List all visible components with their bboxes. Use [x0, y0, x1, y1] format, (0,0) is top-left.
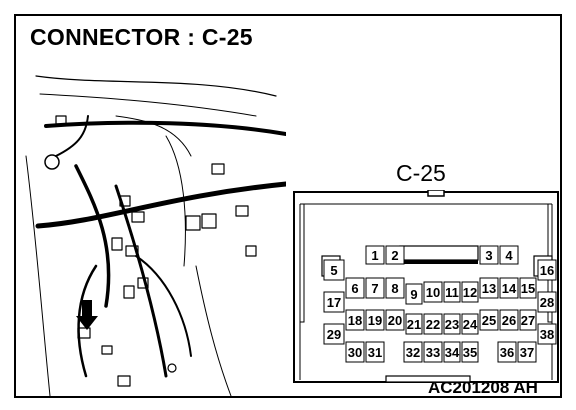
pin-number-5: 5: [330, 263, 337, 278]
pin-cell: [461, 341, 479, 363]
pin-number-33: 33: [426, 345, 440, 360]
pin-number-31: 31: [368, 345, 382, 360]
pin-number-10: 10: [426, 285, 440, 300]
pin-number-25: 25: [482, 313, 496, 328]
pin-cell: [499, 309, 519, 331]
pin-cell: [499, 245, 519, 265]
pin-number-16: 16: [540, 263, 554, 278]
pin-number-19: 19: [368, 313, 382, 328]
diagram-frame: CONNECTOR : C-25: [14, 14, 562, 398]
pin-number-29: 29: [327, 327, 341, 342]
pin-number-3: 3: [485, 248, 492, 263]
pin-cell: [497, 341, 517, 363]
pin-cell: [323, 323, 345, 345]
connector-label: C-25: [396, 160, 446, 186]
pin-number-20: 20: [388, 313, 402, 328]
pin-cell: [519, 277, 537, 299]
pin-number-4: 4: [505, 248, 513, 263]
pin-cell: [323, 291, 345, 313]
pin-cell: [479, 245, 499, 265]
pin-number-23: 23: [445, 317, 459, 332]
pin-cell: [345, 341, 365, 363]
pin-number-36: 36: [500, 345, 514, 360]
pin-cell: [461, 281, 479, 303]
pin-number-12: 12: [463, 285, 477, 300]
pin-cell: [443, 313, 461, 335]
pin-number-22: 22: [426, 317, 440, 332]
pin-number-15: 15: [521, 281, 535, 296]
pin-cell: [537, 259, 557, 281]
pin-cell: [385, 245, 405, 265]
pin-cell: [423, 313, 443, 335]
pin-cell: [365, 245, 385, 265]
pin-number-8: 8: [391, 281, 398, 296]
pin-cell: [403, 341, 423, 363]
pin-cell: [385, 277, 405, 299]
figure-code: AC201208 AH: [428, 378, 538, 397]
pin-cell: [479, 309, 499, 331]
pin-number-7: 7: [371, 281, 378, 296]
pin-cell: [323, 259, 345, 281]
pin-number-30: 30: [348, 345, 362, 360]
pin-cell: [365, 341, 385, 363]
pin-cell: [423, 341, 443, 363]
pin-number-27: 27: [521, 313, 535, 328]
pin-cell: [385, 309, 405, 331]
pin-cell: [405, 283, 423, 305]
pin-number-9: 9: [410, 287, 417, 302]
pin-number-26: 26: [502, 313, 516, 328]
diagram-title: CONNECTOR : C-25: [30, 24, 253, 50]
pin-cell: [519, 309, 537, 331]
wiring-harness-sketch: [25, 75, 286, 397]
pin-cell: [443, 281, 461, 303]
pin-number-28: 28: [540, 295, 554, 310]
pin-cell: [345, 277, 365, 299]
pin-cell: [423, 281, 443, 303]
pin-cell: [443, 341, 461, 363]
pin-number-17: 17: [327, 295, 341, 310]
pin-cell: [405, 313, 423, 335]
pin-number-11: 11: [445, 285, 459, 300]
pin-cell: [461, 313, 479, 335]
pin-number-13: 13: [482, 281, 496, 296]
pin-number-34: 34: [445, 345, 460, 360]
pin-number-38: 38: [540, 327, 554, 342]
pin-cell: [537, 323, 557, 345]
pin-number-24: 24: [463, 317, 478, 332]
pin-number-14: 14: [502, 281, 517, 296]
pin-cell: [345, 309, 365, 331]
pin-number-6: 6: [351, 281, 358, 296]
pin-number-21: 21: [407, 317, 421, 332]
pin-cell: [537, 291, 557, 313]
pin-number-2: 2: [391, 248, 398, 263]
pin-cell: [479, 277, 499, 299]
pin-cell: [517, 341, 537, 363]
pin-number-18: 18: [348, 313, 362, 328]
pin-number-35: 35: [463, 345, 477, 360]
pin-number-37: 37: [520, 345, 534, 360]
pin-cell: [365, 309, 385, 331]
pin-number-32: 32: [406, 345, 420, 360]
pin-number-1: 1: [371, 248, 378, 263]
pin-cell: [365, 277, 385, 299]
pin-cell: [499, 277, 519, 299]
